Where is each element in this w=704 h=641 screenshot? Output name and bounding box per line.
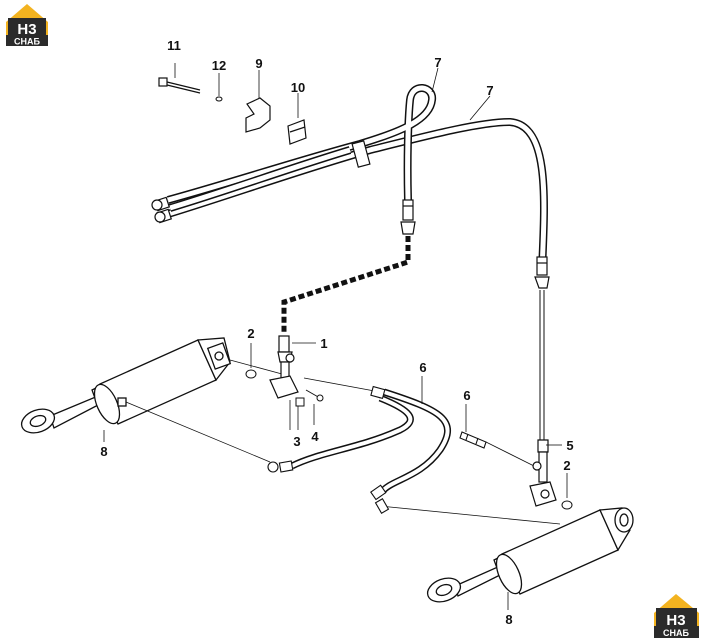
- bolt-part-4: [305, 389, 324, 425]
- callout-4: 4: [311, 429, 319, 444]
- callout-8-left: 8: [100, 444, 107, 459]
- callout-2-left: 2: [247, 326, 254, 341]
- callout-7-top: 7: [434, 55, 441, 70]
- callout-1: 1: [320, 336, 327, 351]
- bolt-part-3: [295, 397, 305, 430]
- washer-part-2-right: [561, 473, 573, 510]
- washer-part-2-left: [245, 343, 257, 379]
- logo-sub-text: CHAБ: [14, 37, 40, 47]
- brand-logo-bottom: H3 CHAБ: [654, 594, 699, 638]
- hydraulic-cylinder-right: [426, 507, 634, 603]
- callout-leaders: [103, 67, 562, 610]
- clamp-part-9: [245, 70, 271, 133]
- logo-main-text: H3: [17, 21, 36, 38]
- dashed-connection-line: [281, 236, 411, 332]
- callout-12: 12: [212, 58, 226, 73]
- bolt-part-11: [158, 63, 201, 94]
- right-drop-line: [539, 290, 545, 440]
- callout-5: 5: [566, 438, 573, 453]
- short-hose-6b: [459, 431, 487, 449]
- callout-7-right: 7: [486, 83, 493, 98]
- lower-hose-6a: [290, 388, 452, 495]
- hose-fitting-center-drop: [400, 199, 416, 235]
- callout-2-right: 2: [563, 458, 570, 473]
- callout-6-left: 6: [419, 360, 426, 375]
- lower-hose-fittings: [267, 385, 390, 514]
- callout-11: 11: [167, 38, 181, 53]
- connection-lines: [125, 359, 561, 525]
- washer-part-12: [215, 73, 223, 102]
- hose-end-fittings-left: [151, 196, 173, 224]
- callout-6-right: 6: [463, 388, 470, 403]
- callout-8-right: 8: [505, 612, 512, 627]
- callout-3: 3: [293, 434, 300, 449]
- hose-assembly-7: [166, 84, 548, 271]
- callout-10: 10: [291, 80, 305, 95]
- hose-clamp: [351, 140, 371, 168]
- hose-fitting-right-drop: [534, 256, 550, 289]
- brand-logo-top: H3 CHAБ: [6, 4, 48, 47]
- logo-main-text-2: H3: [666, 612, 685, 629]
- logo-sub-text-2: CHAБ: [663, 628, 689, 638]
- valve-part-5: [529, 439, 557, 507]
- clamp-part-10: [287, 93, 307, 145]
- valve-block-part-1: [269, 335, 299, 399]
- hydraulic-cylinder-left: [20, 337, 232, 434]
- callout-9: 9: [255, 56, 262, 71]
